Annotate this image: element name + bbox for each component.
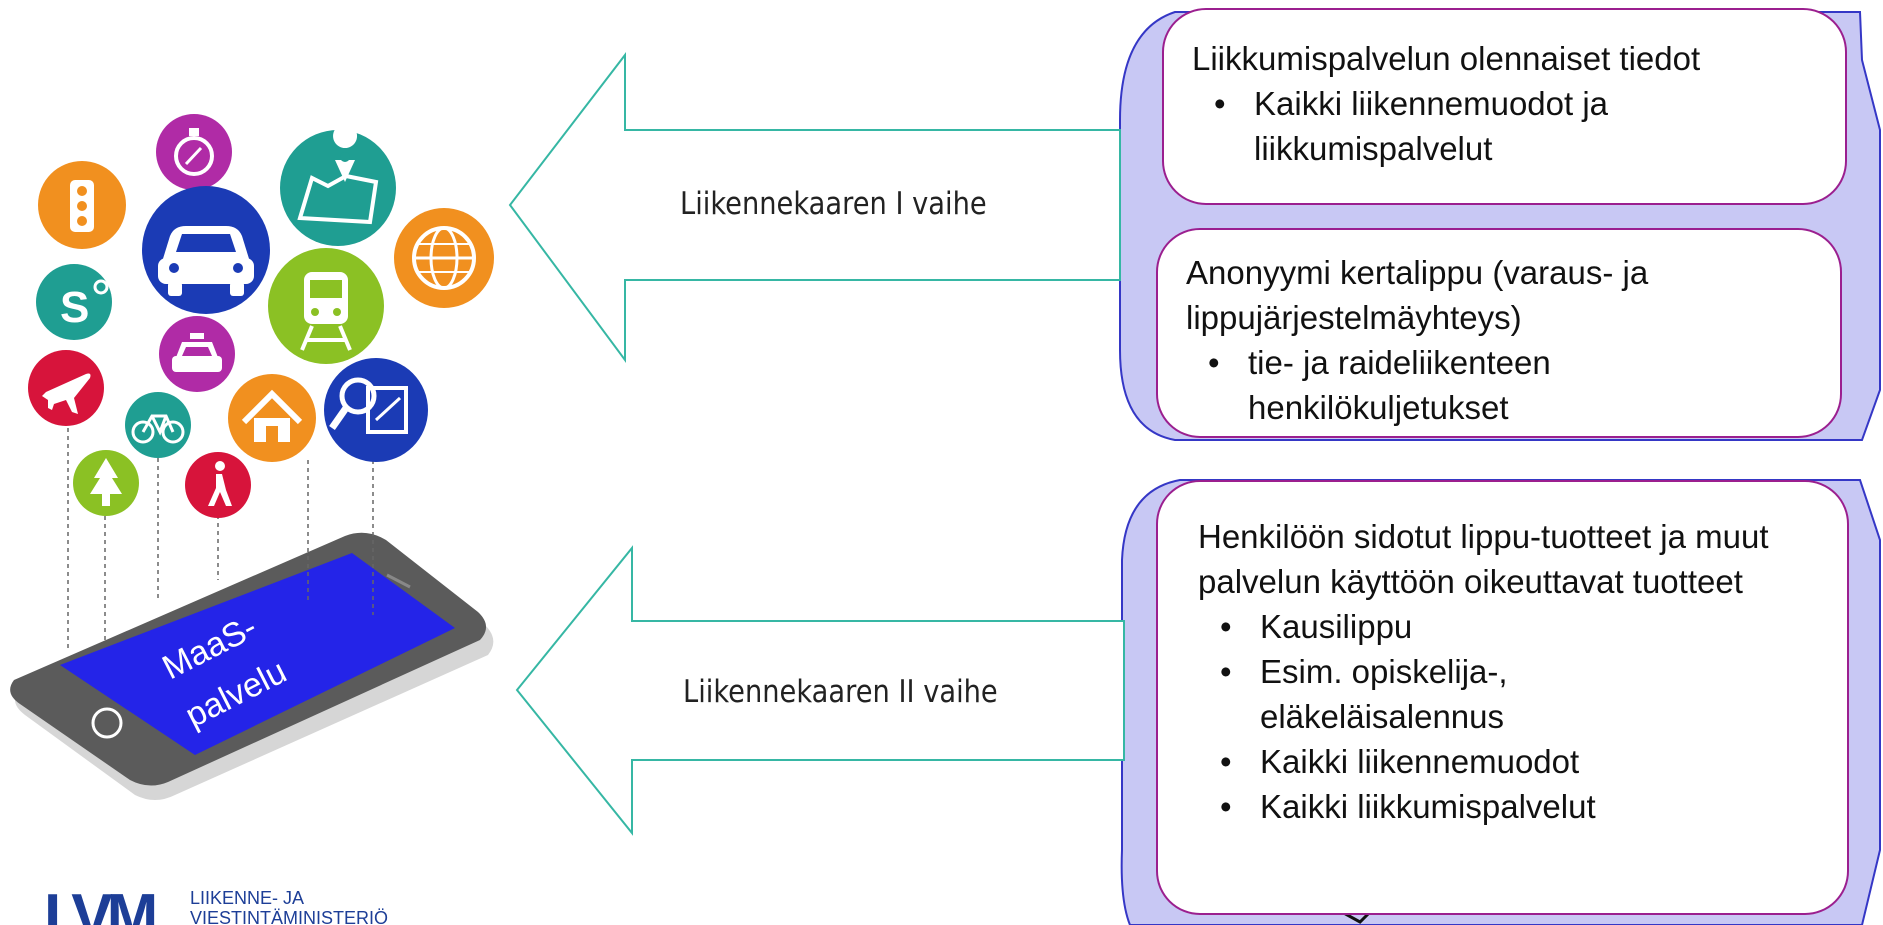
phase2-label: Liikennekaaren II vaihe — [683, 674, 998, 710]
box2-title: Anonyymi kertalippu (varaus- ja lippujär… — [1186, 254, 1649, 336]
smartphone — [10, 532, 494, 800]
box3-bullet-1: Kausilippu — [1198, 604, 1807, 649]
info-box-essential-data: Liikkumispalvelun olennaiset tiedot Kaik… — [1162, 8, 1847, 205]
phase2-arrow — [515, 545, 1125, 836]
phone-screen — [60, 553, 455, 755]
phase1-arrow — [508, 52, 1121, 364]
icon-connectors — [67, 420, 374, 650]
walking-person-icon — [185, 452, 251, 518]
home-button-icon — [91, 707, 123, 739]
car-icon — [142, 186, 270, 314]
info-box-personal-tickets: Henkilöön sidotut lippu-tuotteet ja muut… — [1156, 480, 1849, 915]
box3-bullet-4: Kaikki liikkumispalvelut — [1198, 784, 1807, 829]
phase1-label: Liikennekaaren I vaihe — [680, 186, 987, 222]
tree-icon — [73, 450, 139, 516]
svg-text:S: S — [60, 283, 89, 332]
info-box-anonymous-ticket: Anonyymi kertalippu (varaus- ja lippujär… — [1156, 228, 1842, 438]
box3-title: Henkilöön sidotut lippu-tuotteet ja muut… — [1198, 518, 1769, 600]
globe-icon — [394, 208, 494, 308]
lvm-logo: LVM LIIKENNE- JA VIESTINTÄMINISTERIÖ — [44, 886, 404, 925]
box1-title: Liikkumispalvelun olennaiset tiedot — [1192, 40, 1701, 77]
logo-line2: VIESTINTÄMINISTERIÖ — [190, 908, 389, 925]
taxi-icon — [159, 316, 235, 392]
compass-icon — [156, 114, 232, 190]
airplane-icon — [28, 350, 104, 426]
traffic-light-icon — [38, 161, 126, 249]
box3-bullet-2: Esim. opiskelija-, eläkeläisalennus — [1198, 649, 1807, 739]
logo-text: LIIKENNE- JA VIESTINTÄMINISTERIÖ — [190, 888, 388, 925]
bicycle-icon — [125, 392, 191, 458]
route-s-icon: S — [36, 264, 112, 340]
box2-bullet-1: tie- ja raideliikenteen henkilökuljetuks… — [1186, 340, 1812, 430]
search-map-icon — [324, 358, 428, 462]
home-icon — [228, 374, 316, 462]
box3-bullet-3: Kaikki liikennemuodot — [1198, 739, 1807, 784]
logo-line1: LIIKENNE- JA — [190, 888, 305, 908]
map-pin-icon — [280, 124, 396, 246]
box1-bullet-1: Kaikki liikennemuodot ja liikkumispalvel… — [1192, 81, 1817, 171]
train-icon — [268, 248, 384, 364]
logo-mark: LVM — [44, 886, 158, 925]
